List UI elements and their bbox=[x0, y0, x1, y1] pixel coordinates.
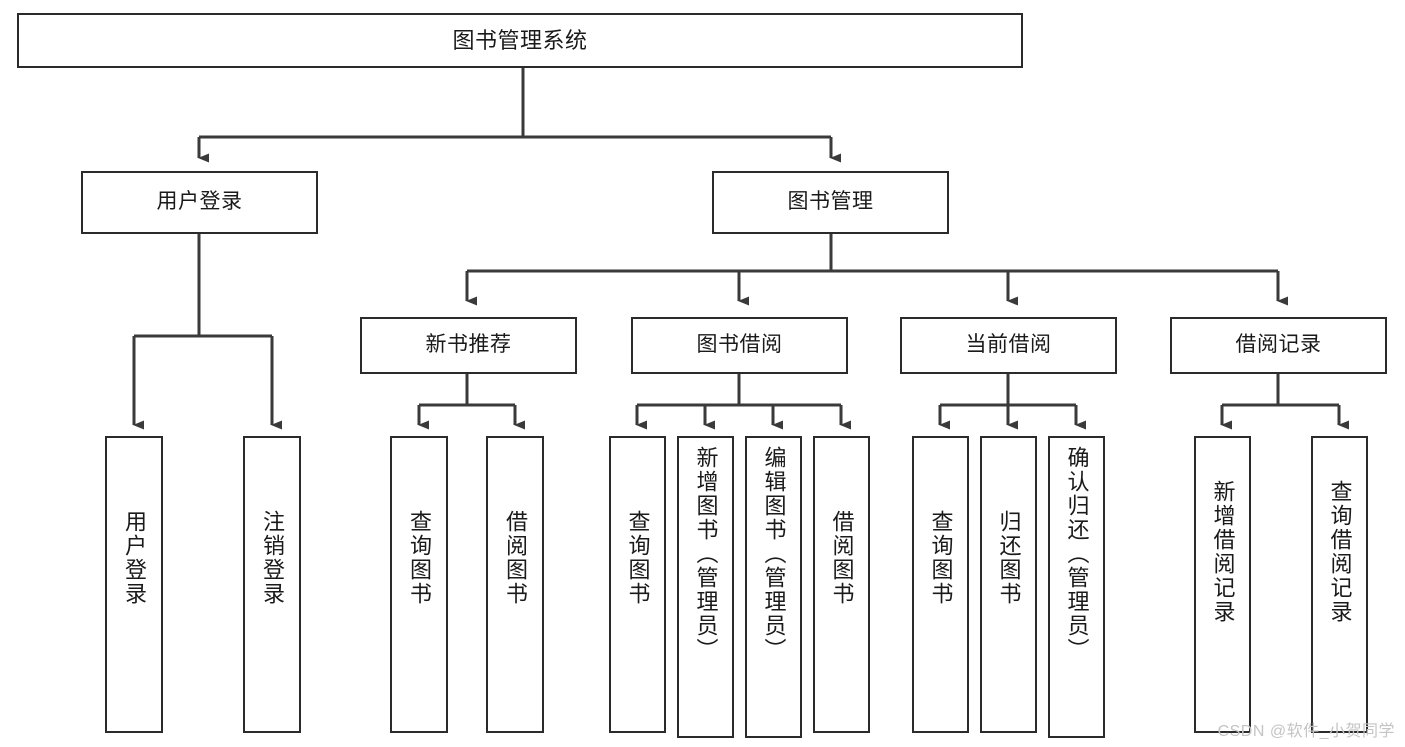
leaf-current-borrow-confirm-return-admin[interactable]: 确认归还（管理员） bbox=[1048, 436, 1105, 738]
node-label: 图书管理 bbox=[787, 190, 874, 214]
leaf-current-borrow-return-books[interactable]: 归还图书 bbox=[980, 436, 1037, 733]
leaf-book-borrow-edit-book-admin[interactable]: 编辑图书（管理员） bbox=[745, 436, 802, 738]
csdn-watermark: CSDN @软件_小贺同学 bbox=[1217, 723, 1395, 740]
node-label: 用户登录 bbox=[122, 510, 147, 606]
leaf-current-borrow-query-books[interactable]: 查询图书 bbox=[912, 436, 969, 733]
node-book-borrowing[interactable]: 图书借阅 bbox=[631, 317, 848, 374]
node-book-management[interactable]: 图书管理 bbox=[712, 171, 949, 234]
node-label: 查询图书 bbox=[928, 510, 954, 606]
node-borrowing-record[interactable]: 借阅记录 bbox=[1170, 317, 1387, 374]
leaf-borrow-record-add-record[interactable]: 新增借阅记录 bbox=[1194, 436, 1251, 733]
node-label: 图书借阅 bbox=[696, 333, 783, 357]
leaf-user-login-login[interactable]: 用户登录 bbox=[105, 436, 163, 733]
node-label: 查询图书 bbox=[407, 510, 432, 606]
node-label: 新增借阅记录 bbox=[1210, 480, 1236, 624]
node-label: 注销登录 bbox=[260, 510, 285, 606]
node-label: 新增图书（管理员） bbox=[693, 446, 719, 662]
node-label: 确认归还（管理员） bbox=[1064, 446, 1090, 662]
node-label: 当前借阅 bbox=[965, 333, 1052, 357]
leaf-book-borrow-add-book-admin[interactable]: 新增图书（管理员） bbox=[677, 436, 734, 738]
node-current-borrowing[interactable]: 当前借阅 bbox=[900, 317, 1117, 374]
node-label: 编辑图书（管理员） bbox=[761, 446, 787, 662]
node-label: 用户登录 bbox=[156, 190, 243, 214]
node-label: 查询借阅记录 bbox=[1327, 480, 1353, 624]
node-label: 图书管理系统 bbox=[452, 27, 588, 53]
leaf-new-book-query-books[interactable]: 查询图书 bbox=[390, 436, 448, 733]
node-label: 新书推荐 bbox=[425, 333, 512, 357]
leaf-book-borrow-query-books[interactable]: 查询图书 bbox=[609, 436, 666, 733]
node-label: 借阅图书 bbox=[503, 510, 528, 606]
node-user-login[interactable]: 用户登录 bbox=[81, 171, 318, 234]
node-label: 借阅记录 bbox=[1235, 333, 1322, 357]
node-root-book-management-system[interactable]: 图书管理系统 bbox=[17, 13, 1023, 68]
node-new-book-recommendation[interactable]: 新书推荐 bbox=[360, 317, 577, 374]
node-label: 借阅图书 bbox=[829, 510, 855, 606]
leaf-borrow-record-query-record[interactable]: 查询借阅记录 bbox=[1311, 436, 1368, 733]
leaf-book-borrow-borrow-books[interactable]: 借阅图书 bbox=[813, 436, 870, 733]
leaf-user-login-logout[interactable]: 注销登录 bbox=[243, 436, 301, 733]
node-label: 查询图书 bbox=[625, 510, 651, 606]
leaf-new-book-borrow-books[interactable]: 借阅图书 bbox=[486, 436, 544, 733]
node-label: 归还图书 bbox=[996, 510, 1022, 606]
